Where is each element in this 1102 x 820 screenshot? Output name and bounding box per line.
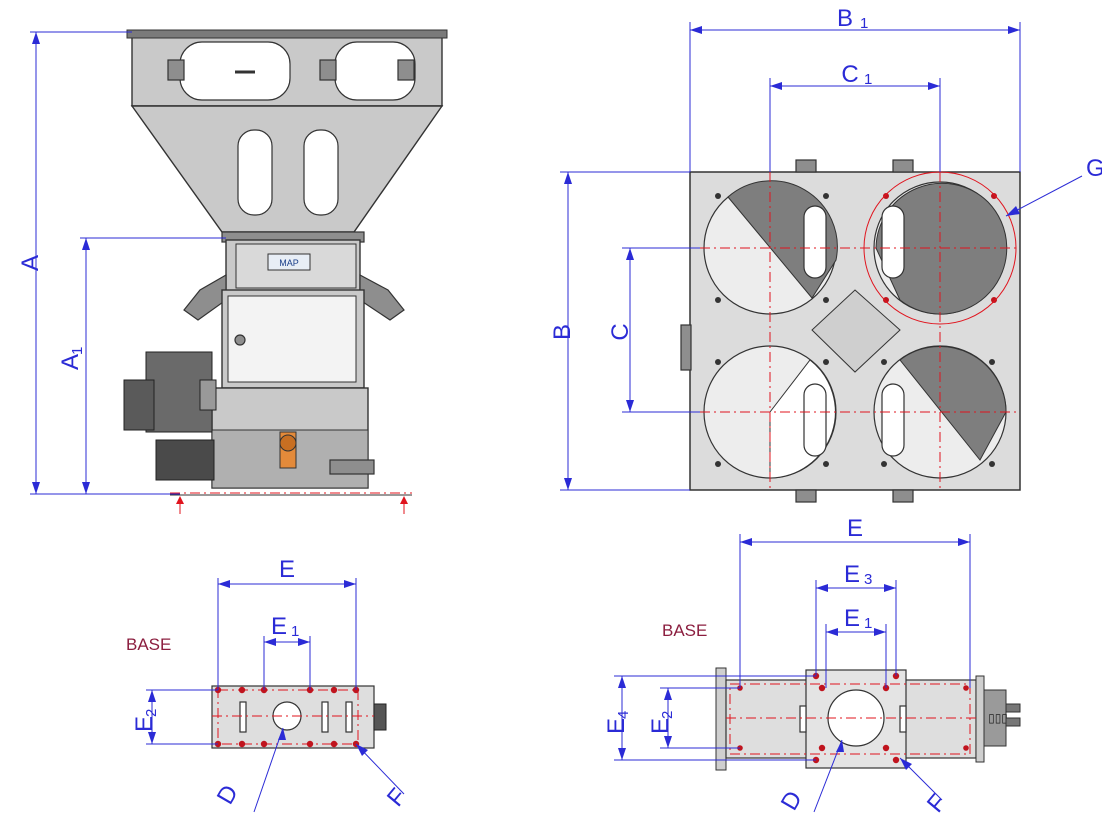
base-left-label-F: F	[382, 783, 412, 812]
base-right-dim-E2-main: E	[647, 718, 674, 734]
front-view: MAP A	[17, 29, 448, 514]
dim-label-B1-main: B	[837, 5, 853, 32]
brand-logo-text: MAP	[279, 258, 299, 268]
dim-label-A: A	[17, 255, 44, 271]
base-right-dim-E1-sub: 1	[864, 615, 872, 632]
base-left-dim-E1-main: E	[271, 613, 287, 640]
base-right-dim-E2-sub: 2	[659, 711, 676, 719]
dim-label-C1-main: C	[841, 61, 858, 88]
base-right-dim-E4-main: E	[603, 718, 630, 734]
connector-label: ▯▯▯	[988, 711, 1008, 725]
base-right-dim-E: E	[847, 515, 863, 542]
base-right-dim-E3-main: E	[844, 561, 860, 588]
dim-label-A1-main: A	[57, 354, 84, 370]
base-left-dim-E2-main: E	[131, 716, 158, 732]
base-left-dim-E2-sub: 2	[143, 709, 160, 717]
top-view: B 1 C 1 B C G	[549, 5, 1102, 503]
dim-label-G: G	[1086, 155, 1102, 182]
base-right-label-D: D	[776, 786, 808, 815]
base-right-dim-E3-sub: 3	[864, 571, 872, 588]
dim-label-C: C	[607, 323, 634, 340]
base-left-dim-E1-sub: 1	[291, 623, 299, 640]
base-right-label-F: F	[922, 789, 952, 818]
funnel-window-left	[237, 129, 273, 216]
base-left-label-D: D	[212, 780, 244, 809]
brand-logo-plate	[267, 253, 311, 271]
funnel-window-right	[303, 129, 339, 216]
dim-label-B1-sub: 1	[860, 15, 868, 32]
base-right-view: BASE ▯▯▯ E E	[603, 515, 1021, 818]
base-left-dim-E: E	[279, 556, 295, 583]
base-left-view: BASE E E 1	[126, 556, 412, 813]
dim-label-B: B	[549, 324, 576, 340]
dim-label-C1-sub: 1	[864, 71, 872, 88]
dim-label-A1-sub: 1	[69, 347, 86, 355]
base-right-dim-E4-sub: 4	[615, 711, 632, 719]
base-right-title: BASE	[662, 621, 707, 640]
base-right-dim-E1-main: E	[844, 605, 860, 632]
base-left-title: BASE	[126, 635, 171, 654]
